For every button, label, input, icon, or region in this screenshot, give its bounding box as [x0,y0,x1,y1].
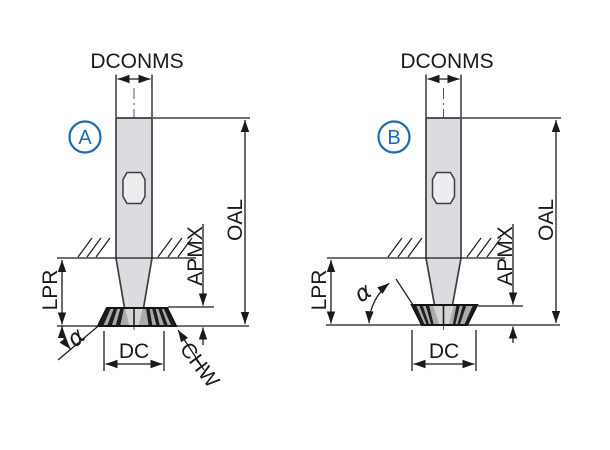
label-apmx: APMX [494,226,517,286]
angle-alpha: α [57,321,104,361]
label-alpha: α [62,323,91,352]
variant-badge-b: B [377,120,411,154]
dimension-dc: DC [411,330,477,371]
tool-shank [115,117,153,309]
dimension-dconms: DCONMS [90,50,184,117]
leader-line [177,329,205,371]
label-lpr: LPR [308,270,331,311]
clamping-flat [431,171,456,205]
dimension-dconms: DCONMS [400,50,494,117]
hatching-right [466,237,502,258]
angle-line [57,321,104,361]
cutter-head [410,304,479,326]
diagram-b: DCONMS OAL LPR APMX DC [308,50,561,371]
label-dc: DC [429,340,459,363]
badge-circle-icon [377,120,411,154]
callout-chw: CHW [175,329,224,392]
label-apmx: APMX [184,226,207,286]
label-chw: CHW [175,338,224,392]
dimension-apmx: APMX [478,224,523,343]
dimension-apmx: APMX [168,224,214,345]
badge-letter: B [387,127,400,149]
label-dconms: DCONMS [400,50,493,73]
tool-shank [425,117,462,306]
hatching-right [157,237,193,258]
label-oal: OAL [535,199,558,241]
angle-alpha: α [350,278,416,324]
label-dconms: DCONMS [90,50,183,73]
badge-circle-icon [68,120,102,154]
label-alpha: α [350,278,377,308]
hatching-left [77,237,111,258]
dimension-dc: DC [103,331,165,371]
clamping-flat [122,171,146,205]
hatching-left [387,237,423,258]
angle-line [395,278,416,309]
dimension-lpr: LPR [308,260,336,324]
dimension-oal: OAL [153,117,250,324]
badge-letter: A [78,127,92,149]
diagram-a: DCONMS OAL LPR APMX DC [39,50,250,392]
label-oal: OAL [224,199,247,241]
cutter-head [96,307,178,327]
angle-arc [57,325,71,350]
variant-badge-a: A [68,120,102,154]
angle-arc [365,282,390,324]
label-lpr: LPR [39,270,62,311]
label-dc: DC [119,340,149,363]
dimension-oal: OAL [462,117,561,323]
dimension-lpr: LPR [39,260,67,325]
